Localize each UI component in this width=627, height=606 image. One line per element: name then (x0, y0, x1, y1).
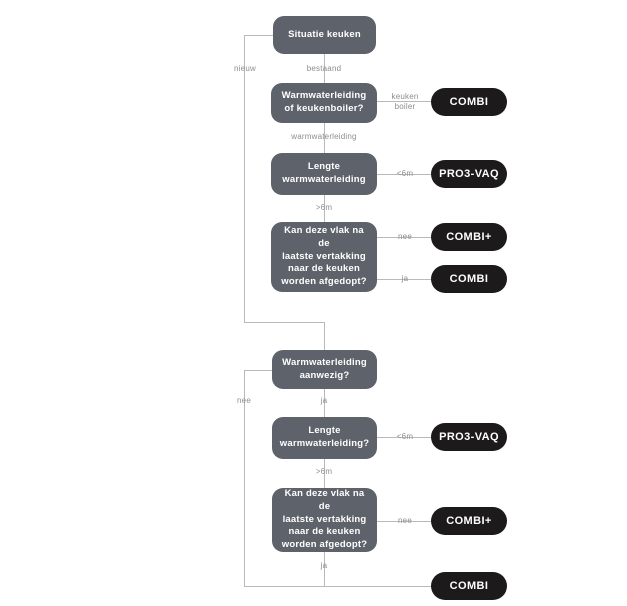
connector-q1-to-combi (377, 101, 431, 102)
connector-nieuw-horizontal (244, 322, 325, 323)
pill-label: PRO3-VAQ (439, 431, 499, 443)
edge-label-ja-mid: ja (320, 396, 328, 405)
edge-label-lt6m-bottom: <6m (396, 432, 414, 441)
connector-q6-to-combi (324, 552, 325, 586)
edge-label-keuken-boiler: keuken boiler (391, 92, 419, 112)
node-label: Kan deze vlak na de laatste vertakking n… (281, 224, 367, 288)
node-label: Warmwaterleiding aanwezig? (282, 356, 367, 381)
edge-label-warmwaterleiding: warmwaterleiding (291, 132, 357, 141)
node-situatie-keuken[interactable]: Situatie keuken (273, 16, 376, 54)
connector-nieuw-vertical (244, 35, 245, 323)
node-lengte-warmwaterleiding-top[interactable]: Lengte warmwaterleiding (271, 153, 377, 195)
pill-label: COMBI (449, 580, 489, 592)
edge-label-nee-top: nee (398, 232, 412, 241)
connector-q3-to-combi (377, 279, 431, 280)
pill-pro3vaq-top[interactable]: PRO3-VAQ (431, 160, 507, 188)
edge-label-bestaand: bestaand (306, 64, 342, 73)
node-warmwaterleiding-aanwezig[interactable]: Warmwaterleiding aanwezig? (272, 350, 377, 389)
connector-q2-to-q3 (324, 195, 325, 222)
node-label: Situatie keuken (288, 28, 361, 40)
connector-q2-to-pro3vaq (377, 174, 431, 175)
node-afgedopt-bottom[interactable]: Kan deze vlak na de laatste vertakking n… (272, 488, 377, 552)
connector-q1-to-q2 (324, 123, 325, 154)
connector-nee-vertical (244, 370, 245, 587)
node-lengte-warmwaterleiding-bottom[interactable]: Lengte warmwaterleiding? (272, 417, 377, 459)
pill-combi-bottom[interactable]: COMBI (431, 572, 507, 600)
edge-label-gt6m-bottom: >6m (315, 467, 333, 476)
connector-q3-to-combiplus (377, 237, 431, 238)
pill-label: COMBI+ (446, 515, 492, 527)
edge-label-nieuw: nieuw (234, 64, 256, 73)
pill-label: COMBI+ (446, 231, 492, 243)
node-label: Kan deze vlak na de laatste vertakking n… (281, 487, 368, 551)
pill-combi-keukenboiler[interactable]: COMBI (431, 88, 507, 116)
connector-nee-to-combi (244, 586, 432, 587)
edge-label-lt6m-top: <6m (396, 169, 414, 178)
node-label: Warmwaterleiding of keukenboiler? (281, 90, 367, 114)
pill-pro3vaq-bottom[interactable]: PRO3-VAQ (431, 423, 507, 451)
node-warmwaterleiding-of-keukenboiler[interactable]: Warmwaterleiding of keukenboiler? (271, 83, 377, 123)
pill-label: COMBI (449, 96, 489, 108)
connector-q5-to-q6 (324, 459, 325, 488)
node-label: Lengte warmwaterleiding (282, 161, 366, 185)
edge-label-nee-bottom: nee (398, 516, 412, 525)
node-afgedopt-top[interactable]: Kan deze vlak na de laatste vertakking n… (271, 222, 377, 292)
connector-nieuw-down-to-q4 (324, 322, 325, 351)
edge-label-ja-top: ja (401, 274, 409, 283)
pill-combiplus-top[interactable]: COMBI+ (431, 223, 507, 251)
node-label: Lengte warmwaterleiding? (279, 425, 370, 449)
edge-label-ja-bottom: ja (320, 561, 328, 570)
connector-q6-to-combiplus (377, 521, 431, 522)
connector-start-to-q1 (324, 53, 325, 84)
pill-label: COMBI (449, 273, 489, 285)
pill-combiplus-bottom[interactable]: COMBI+ (431, 507, 507, 535)
connector-start-left (244, 35, 274, 36)
pill-combi-top[interactable]: COMBI (431, 265, 507, 293)
edge-label-gt6m-top: >6m (315, 203, 333, 212)
connector-q4-to-q5 (324, 389, 325, 420)
pill-label: PRO3-VAQ (439, 168, 499, 180)
connector-q5-to-pro3vaq (377, 437, 431, 438)
edge-label-nee-mid: nee (237, 396, 251, 405)
connector-q4-left (244, 370, 272, 371)
